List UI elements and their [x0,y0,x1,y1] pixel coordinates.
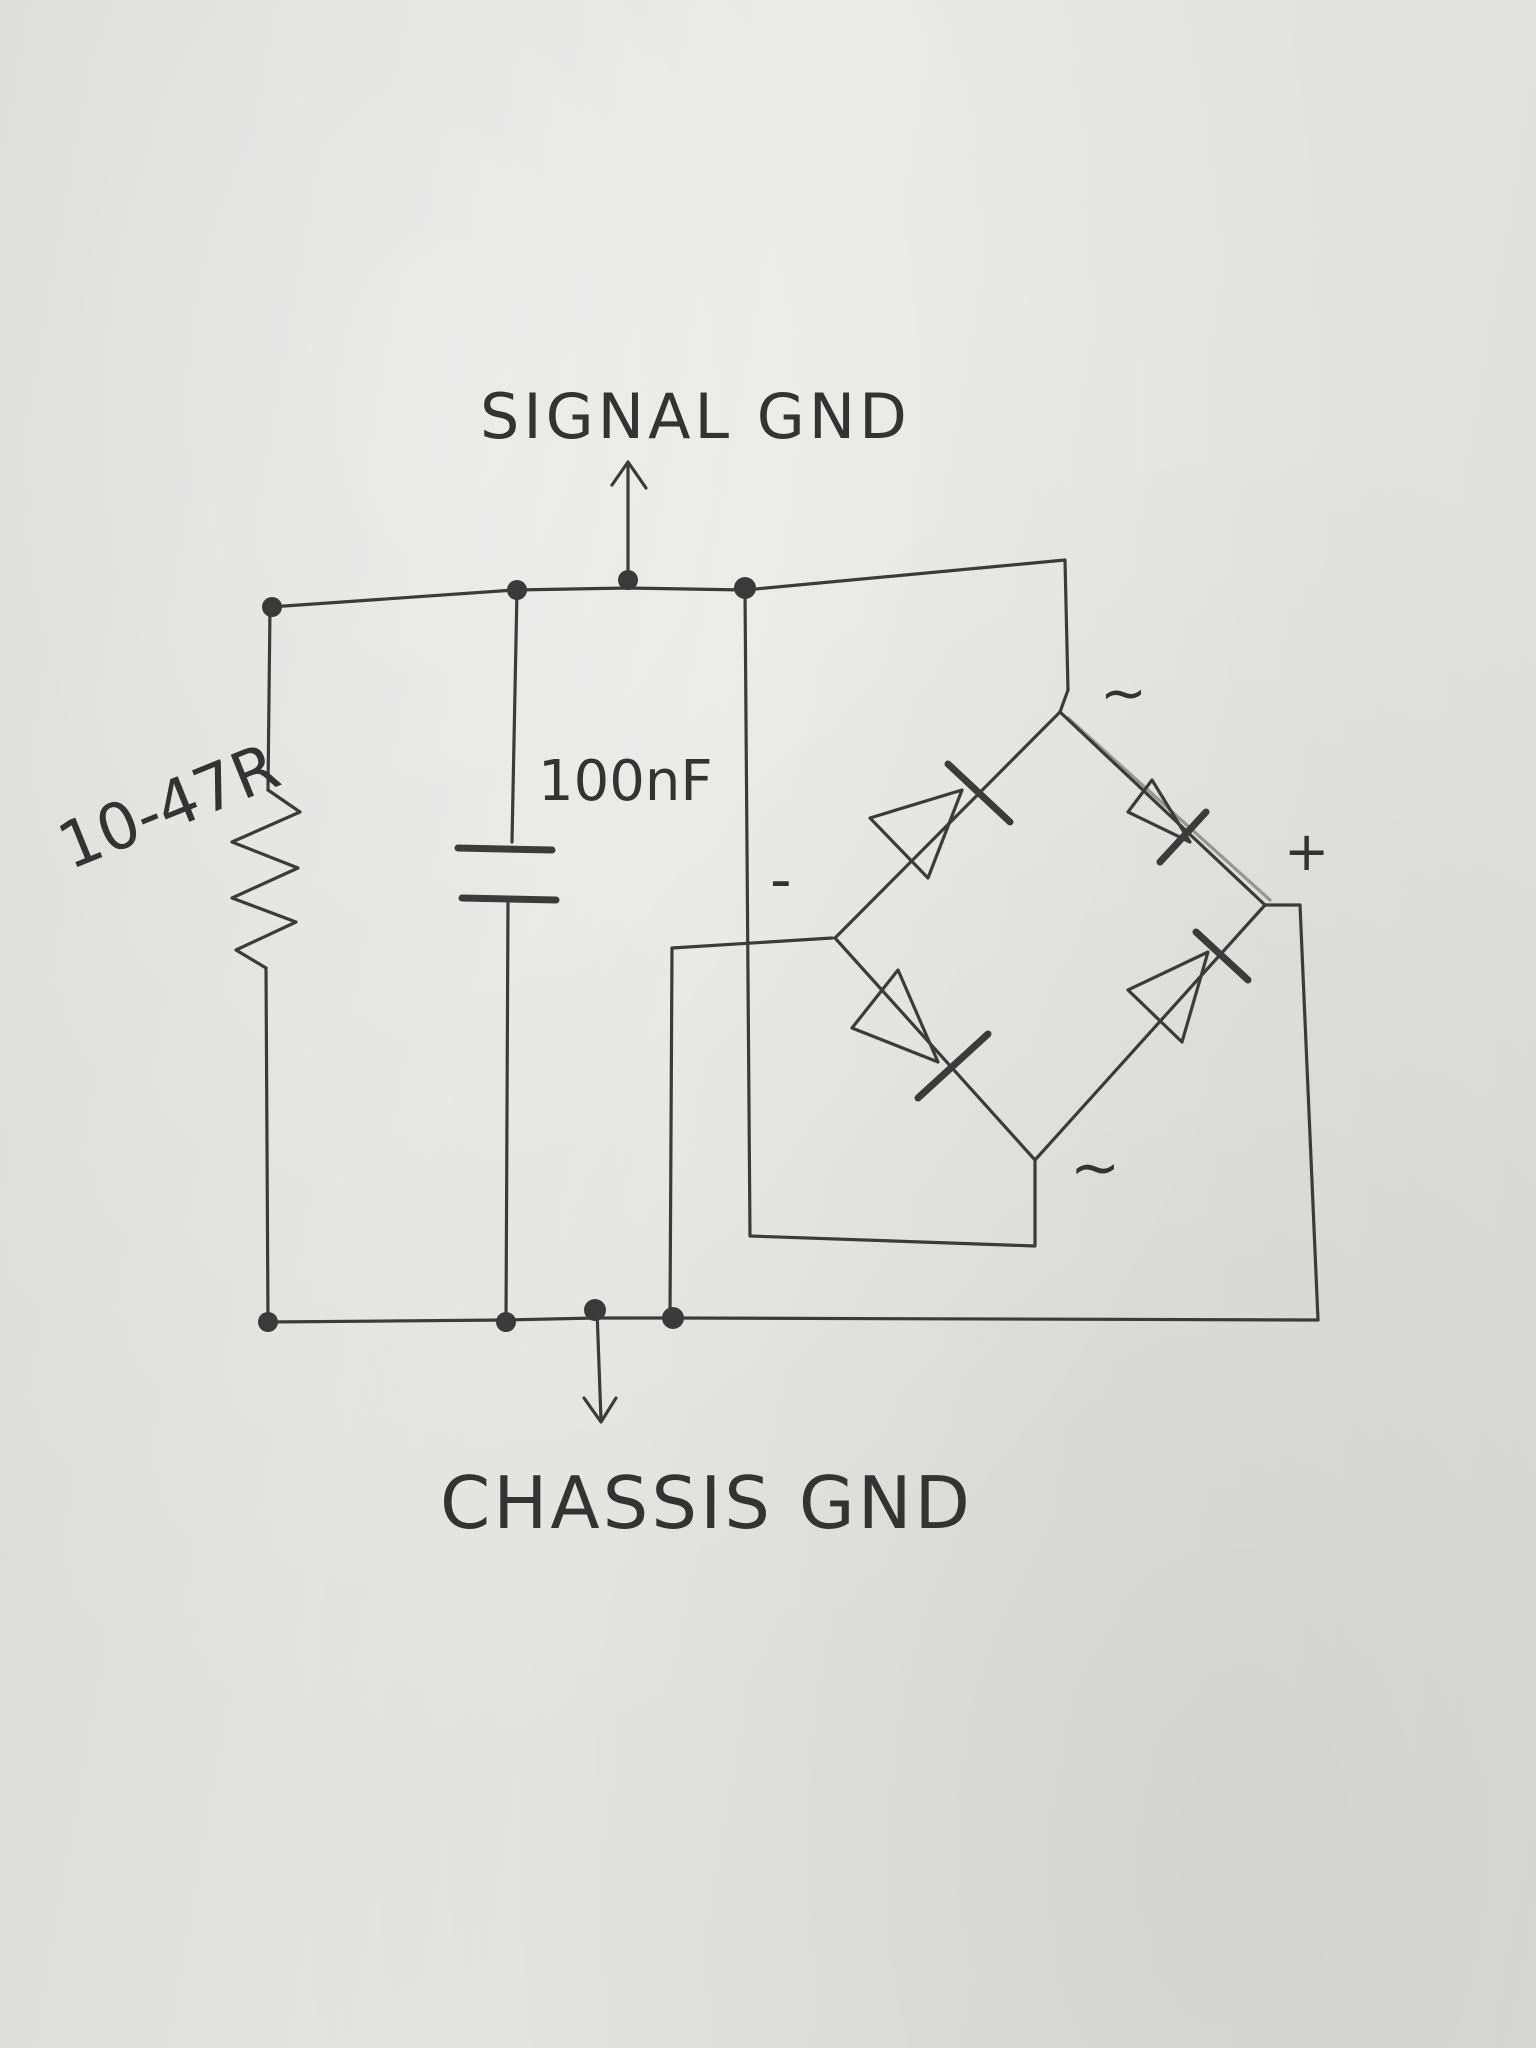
bridge-negative-wiring [668,588,1037,1320]
ac-input-bottom-label: ~ [1070,1133,1120,1203]
signal-gnd-arrow [610,460,648,582]
capacitor [454,588,560,1324]
bridge-plus-label: + [1284,820,1329,883]
chassis-gnd-label: CHASSIS GND [440,1461,973,1545]
resistor-value-label: 10-47R [48,730,289,885]
signal-gnd-rail [262,558,1070,692]
chassis-gnd-arrow [582,1308,618,1424]
chassis-gnd-rail [258,1299,1320,1332]
diode-lower-right [1126,928,1252,1044]
bridge-minus-label: - [770,845,792,915]
capacitor-value-label: 100nF [538,749,713,814]
diode-upper-left [868,760,1014,880]
bridge-rectifier [833,688,1272,1162]
ac-input-top-label: ~ [1100,661,1147,726]
diode-lower-left [850,968,992,1102]
bridge-positive-wiring [1263,903,1320,1322]
signal-gnd-label: SIGNAL GND [480,380,911,453]
diode-upper-right [1126,778,1210,866]
resistor [230,605,302,1324]
